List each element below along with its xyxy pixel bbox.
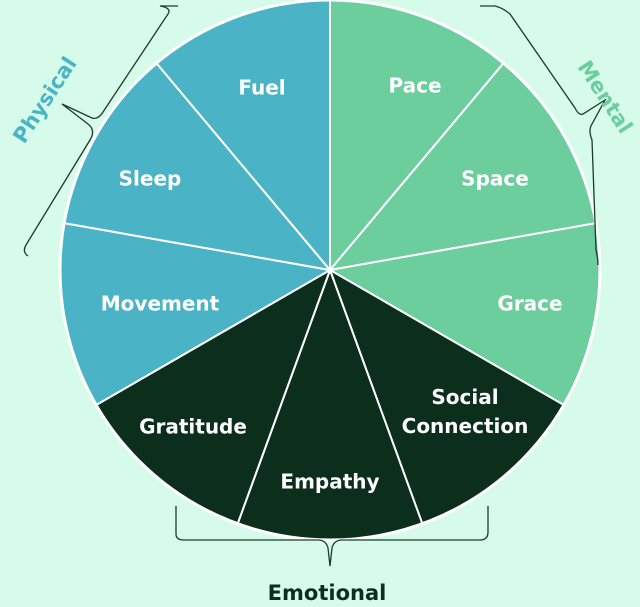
segment-sleep: Sleep xyxy=(118,166,182,191)
emotional-bracket xyxy=(175,506,489,567)
segment-pace: Pace xyxy=(388,73,442,98)
wheel-border xyxy=(58,0,602,542)
segment-movement: Movement xyxy=(100,291,220,316)
segment-gratitude: Gratitude xyxy=(139,414,247,439)
physical-bracket xyxy=(23,5,178,257)
group-label-emotional: Emotional xyxy=(267,581,387,605)
social-line-2: Connection xyxy=(401,414,529,438)
segment-fuel: Fuel xyxy=(238,75,286,100)
social-line-1: Social xyxy=(431,385,499,409)
segment-grace: Grace xyxy=(497,291,563,316)
segment-social-connection: Social Connection xyxy=(402,383,529,441)
segment-empathy: Empathy xyxy=(280,469,380,494)
mental-bracket xyxy=(480,5,607,266)
segment-space: Space xyxy=(461,166,529,191)
